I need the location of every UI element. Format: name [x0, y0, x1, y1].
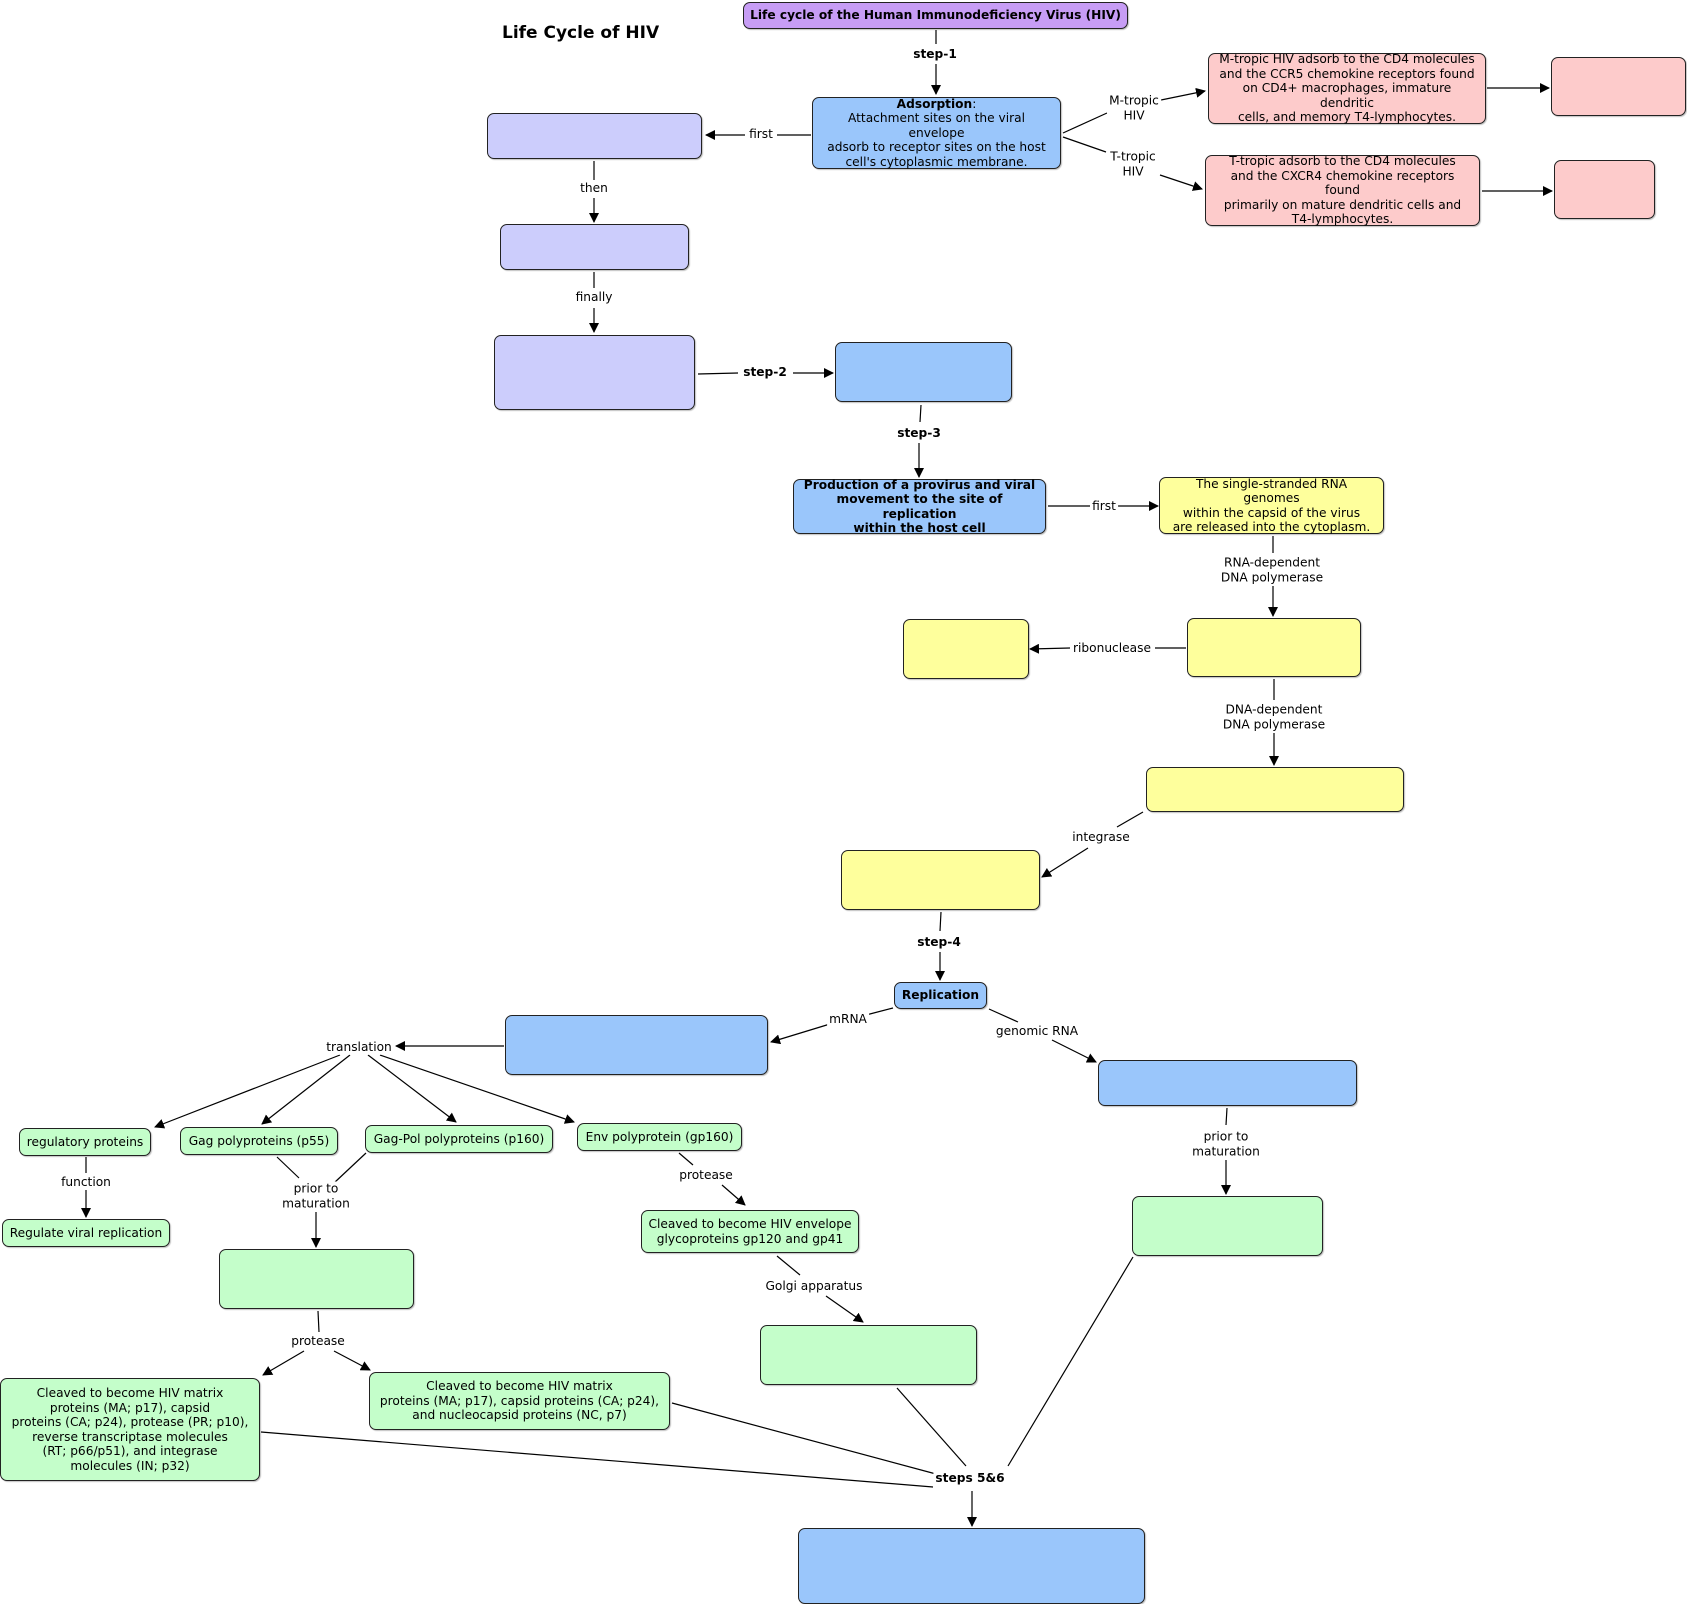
connector-mtropic-in [1062, 112, 1108, 134]
mrna-empty-node[interactable] [505, 1015, 768, 1075]
connector-prior1-gag [276, 1156, 300, 1179]
connector-genomic-in [988, 1008, 1019, 1023]
connector-translation-gag [261, 1054, 351, 1125]
cleaved-gagpol-node[interactable]: Cleaved to become HIV matrix proteins (M… [0, 1378, 260, 1481]
connector-step4-in [939, 911, 942, 932]
env-node[interactable]: Env polyprotein (gp160) [577, 1123, 742, 1151]
connector-prior2-in [1225, 1107, 1228, 1126]
connector-mrna-out [770, 1023, 831, 1045]
regulate-node[interactable]: Regulate viral replication [2, 1219, 170, 1247]
connector-genomic-out [1051, 1039, 1097, 1063]
connector-steps56-golgi [896, 1387, 967, 1467]
integrase-empty-node[interactable] [841, 850, 1040, 910]
connector-step2-in [697, 372, 739, 375]
m-tropic-node[interactable]: M-tropic HIV adsorb to the CD4 molecules… [1208, 52, 1486, 124]
link-steps-5-6: steps 5&6 [933, 1470, 1007, 1486]
t-tropic-empty-node[interactable] [1554, 160, 1655, 219]
connector-steps56-left [260, 1431, 934, 1488]
link-first2: first [1090, 498, 1118, 514]
link-protease-2: protease [677, 1167, 735, 1183]
link-translation: translation [324, 1039, 394, 1055]
rna-release-node[interactable]: The single-stranded RNA genomes within t… [1159, 477, 1384, 534]
page-title: Life Cycle of HIV [502, 23, 660, 43]
m-tropic-empty-node[interactable] [1551, 57, 1686, 116]
link-t-tropic: T-tropic HIV [1108, 149, 1158, 179]
gagpol-node[interactable]: Gag-Pol polyproteins (p160) [365, 1125, 553, 1153]
link-step2: step-2 [741, 364, 789, 380]
link-step1: step-1 [911, 46, 959, 62]
connector-prior1-gagpol [333, 1152, 367, 1184]
connector-ttropic-out [1159, 174, 1203, 191]
connector-protease2-out [721, 1184, 746, 1206]
genomic-empty-node[interactable] [1098, 1060, 1357, 1106]
link-prior-maturation-2: prior to maturation [1190, 1129, 1262, 1159]
connector-step3-in [919, 404, 922, 423]
link-function: function [59, 1174, 113, 1190]
gp120-node[interactable]: Cleaved to become HIV envelope glycoprot… [641, 1210, 859, 1253]
then-empty-node[interactable] [500, 224, 689, 270]
regulatory-node[interactable]: regulatory proteins [19, 1128, 151, 1156]
link-step3: step-3 [895, 425, 943, 441]
replication-node[interactable]: Replication [894, 982, 987, 1009]
dna-dep-empty-node[interactable] [1146, 767, 1404, 812]
t-tropic-node[interactable]: T-tropic adsorb to the CD4 molecules and… [1205, 154, 1480, 226]
gag-node[interactable]: Gag polyproteins (p55) [180, 1127, 338, 1155]
connector-protease1-left [262, 1350, 305, 1376]
link-protease-1: protease [289, 1333, 347, 1349]
connector-protease2-in [678, 1152, 694, 1166]
cleaved-gag-node[interactable]: Cleaved to become HIV matrix proteins (M… [369, 1372, 670, 1430]
connector-steps56-right [1007, 1256, 1134, 1467]
adsorption-title: Adsorption [896, 96, 973, 111]
connector-mtropic-out [1160, 87, 1206, 101]
link-integrase: integrase [1070, 829, 1132, 845]
connector-protease1-in [317, 1310, 320, 1333]
connector-translation-regulatory [154, 1054, 341, 1129]
connector-ttropic-in [1062, 136, 1107, 153]
prior2-empty-node[interactable] [1132, 1196, 1323, 1256]
link-golgi: Golgi apparatus [763, 1278, 865, 1294]
ribonuclease-empty-node[interactable] [903, 619, 1029, 679]
link-step4: step-4 [915, 934, 963, 950]
link-finally: finally [573, 289, 615, 305]
step2-empty-node[interactable] [835, 342, 1012, 402]
adsorption-colon: : [972, 96, 977, 111]
link-ribonuclease: ribonuclease [1071, 640, 1153, 656]
link-rna-dependent: RNA-dependent DNA polymerase [1218, 555, 1326, 585]
link-genomic-rna: genomic RNA [993, 1023, 1081, 1039]
link-m-tropic: M-tropic HIV [1107, 93, 1161, 123]
connector-ribonuclease-out [1029, 643, 1071, 654]
first-empty-node[interactable] [487, 113, 702, 159]
connector-translation-env [379, 1054, 575, 1124]
link-first: first [747, 126, 775, 142]
link-dna-dependent: DNA-dependent DNA polymerase [1220, 702, 1328, 732]
root-node[interactable]: Life cycle of the Human Immunodeficiency… [743, 2, 1128, 29]
link-then: then [578, 180, 610, 196]
connector-integrase-in [1116, 811, 1144, 828]
connector-mrna-in [865, 1007, 894, 1016]
final-empty-node[interactable] [798, 1528, 1145, 1604]
provirus-node[interactable]: Production of a provirus and viral movem… [793, 478, 1046, 535]
rna-dep-empty-node[interactable] [1187, 618, 1361, 677]
connector-protease1-right [333, 1350, 371, 1371]
link-mrna: mRNA [827, 1011, 869, 1027]
connector-steps56-midleft [671, 1402, 937, 1475]
finally-empty-node[interactable] [494, 335, 695, 410]
connector-golgi-in [776, 1255, 801, 1276]
connector-golgi-out [825, 1295, 864, 1323]
golgi-empty-node[interactable] [760, 1325, 977, 1385]
connector-translation-gagpol [367, 1054, 457, 1123]
link-prior-maturation-1: prior to maturation [280, 1181, 352, 1211]
prior1-empty-node[interactable] [219, 1249, 414, 1309]
adsorption-node[interactable]: Adsorption: Attachment sites on the vira… [812, 97, 1061, 169]
connector-integrase-out [1041, 847, 1089, 878]
adsorption-text: Attachment sites on the viral envelope a… [827, 111, 1046, 169]
